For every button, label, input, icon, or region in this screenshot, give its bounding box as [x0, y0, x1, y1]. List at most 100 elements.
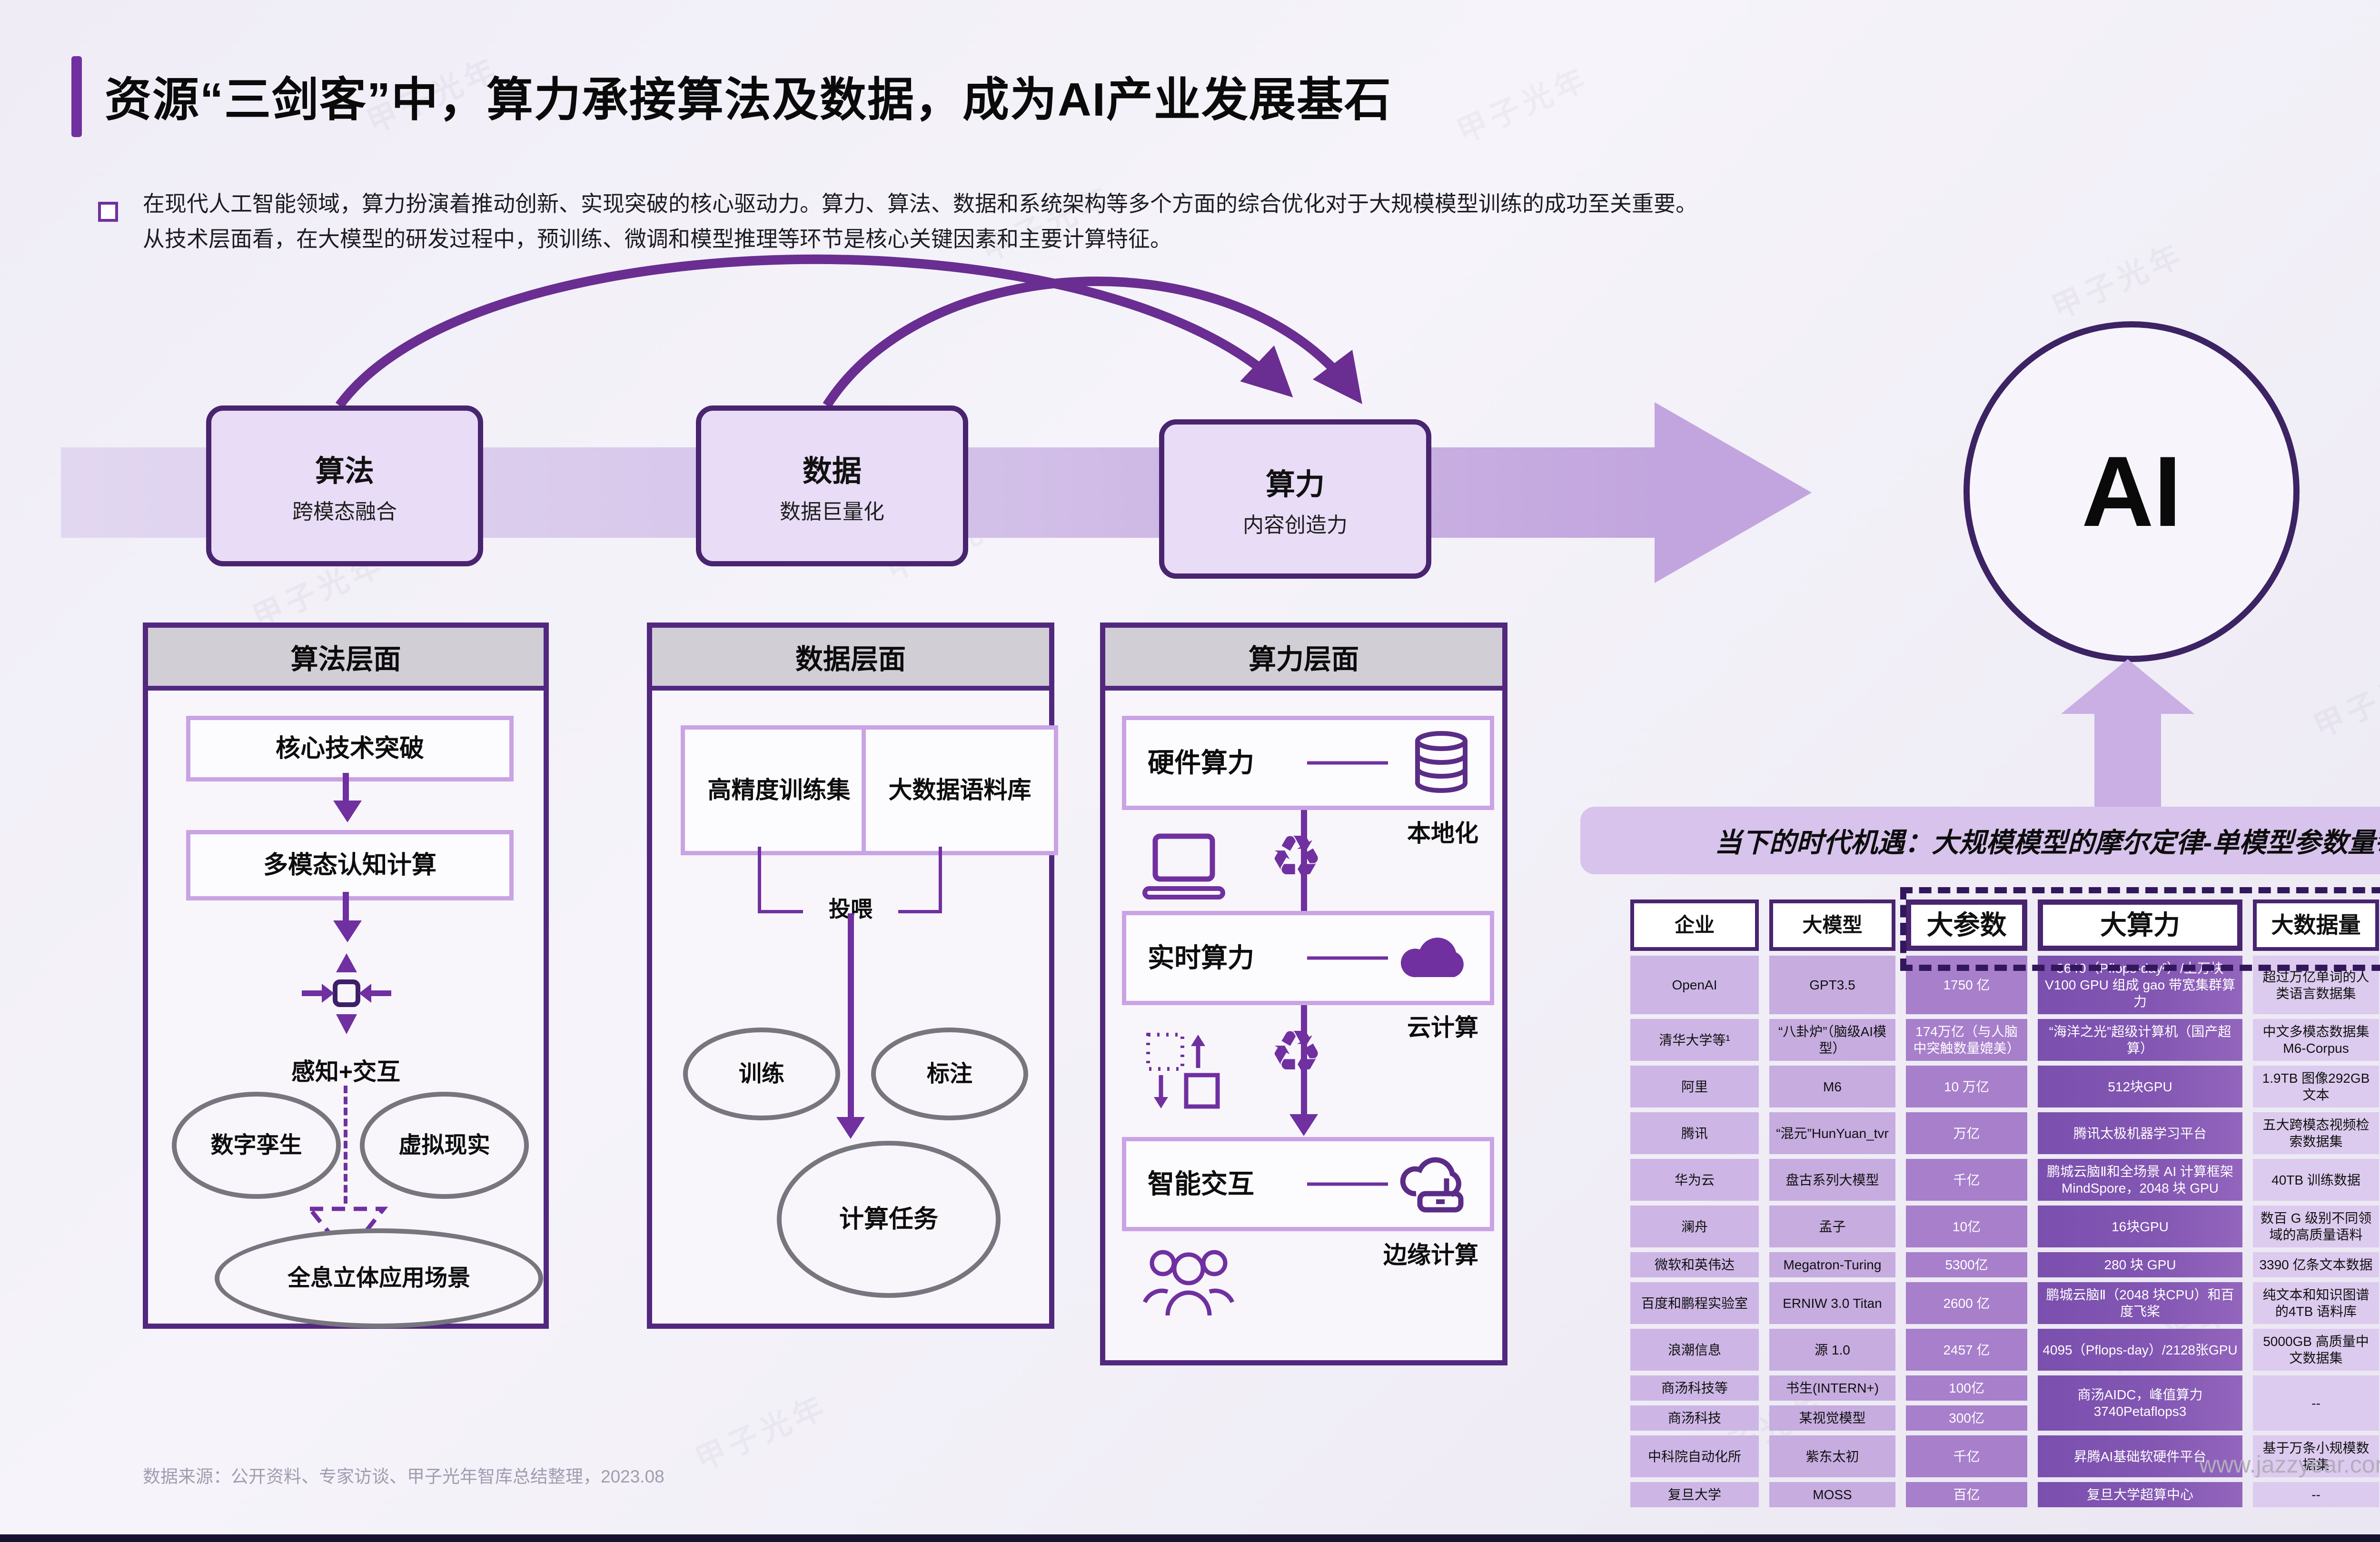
table-row: 浪潮信息源 1.0 2457 亿 4095（Pflops-day）/2128张GPU… — [1630, 1329, 2380, 1371]
table-cell: 复旦大学 — [1630, 1482, 1759, 1507]
arrow-down-icon — [333, 801, 362, 822]
algo-box-multimodal: 多模态认知计算 — [186, 830, 514, 900]
table-cell: 浪潮信息 — [1630, 1329, 1759, 1371]
table-cell: MOSS — [1769, 1482, 1895, 1507]
data-box-trainset: 高精度训练集 — [681, 725, 877, 855]
table-cell: 复旦大学超算中心 — [2038, 1482, 2242, 1507]
table-cell: 中科院自动化所 — [1630, 1435, 1759, 1477]
table-cell: 中文多模态数据集M6-Corpus — [2253, 1019, 2379, 1061]
table-cell: 10亿 — [1906, 1206, 2027, 1247]
tag-localized: 本地化 — [1407, 820, 1478, 847]
table-cell: 2600 亿 — [1906, 1282, 2027, 1324]
dashed-connector — [344, 1086, 347, 1204]
panel-header: 算法层面 — [148, 628, 544, 691]
table-cell: 4095（Pflops-day）/2128张GPU — [2038, 1329, 2242, 1371]
table-cell: 商汤科技 — [1630, 1405, 1759, 1431]
table-cell: 商汤科技等 — [1630, 1375, 1759, 1401]
dash-connector — [1307, 956, 1388, 960]
table-cell: 昇腾AI基础软硬件平台 — [2038, 1435, 2242, 1477]
column-header: 大模型 — [1769, 900, 1895, 951]
flow-box-subtitle: 内容创造力 — [1243, 513, 1348, 537]
panel-data: 数据层面 高精度训练集 大数据语料库 投喂 训练 标注 计算任务 — [647, 623, 1058, 1329]
table-cell: ERNIW 3.0 Titan — [1769, 1282, 1895, 1324]
table-cell: 腾讯太极机器学习平台 — [2038, 1112, 2242, 1154]
people-icon — [1142, 1250, 1235, 1316]
table-cell: 3640（Pflops-day²）/上万块V100 GPU 组成 gao 带宽集… — [2038, 956, 2242, 1014]
table-cell: 千亿 — [1906, 1159, 2027, 1201]
table-cell: 紫东太初 — [1769, 1435, 1895, 1477]
table-cell: 鹏城云脑Ⅱ和全场景 AI 计算框架 MindSpore，2048 块 GPU — [2038, 1159, 2242, 1201]
edge-cloud-icon — [1400, 1157, 1464, 1213]
arrow-down-icon — [836, 1117, 865, 1139]
compute-box-label: 硬件算力 — [1148, 748, 1254, 778]
table-cell: 174万亿（与人脑中突触数量媲美） — [1906, 1019, 2027, 1061]
table-cell: 千亿 — [1906, 1435, 2027, 1477]
column-header: 大数据量 — [2253, 900, 2379, 951]
table-cell: 源 1.0 — [1769, 1329, 1895, 1371]
table-cell: 5300亿 — [1906, 1252, 2027, 1277]
recycle-icon: ♻ — [1269, 824, 1323, 890]
flow-box-data: 数据 数据巨量化 — [696, 405, 968, 566]
table-cell: -- — [2253, 1482, 2379, 1507]
compute-box-label: 智能交互 — [1148, 1169, 1254, 1199]
dash-connector — [1307, 1182, 1388, 1186]
table-row: 商汤科技某视觉模型300亿计算机视觉模型 — [1630, 1405, 2380, 1431]
table-cell: 40TB 训练数据 — [2253, 1159, 2379, 1201]
panel-header: 算力层面 — [1105, 628, 1502, 691]
table-cell: 1.9TB 图像292GB 文本 — [2253, 1066, 2379, 1107]
table-cell: “海洋之光”超级计算机（国产超算） — [2038, 1019, 2242, 1061]
up-arrow-icon — [2061, 659, 2194, 714]
table-cell: 10 万亿 — [1906, 1066, 2027, 1107]
bullet-square-icon — [98, 202, 118, 222]
panel-header: 数据层面 — [652, 628, 1049, 691]
page-title: 资源“三剑客”中，算力承接算法及数据，成为AI产业发展基石 — [105, 73, 1392, 126]
table-cell: 盘古系列大模型 — [1769, 1159, 1895, 1201]
table-cell: GPT3.5 — [1769, 956, 1895, 1014]
table-cell: 腾讯 — [1630, 1112, 1759, 1154]
resize-icon — [1146, 1033, 1220, 1109]
watermark: 甲子光年 — [2309, 655, 2380, 744]
table-cell: 超过万亿单词的人类语言数据集 — [2253, 956, 2379, 1014]
flow-box-algorithm: 算法 跨模态融合 — [206, 405, 483, 566]
table-cell: 阿里 — [1630, 1066, 1759, 1107]
website-link[interactable]: www.jazzyear.com — [2199, 1451, 2380, 1478]
table-cell: 某视觉模型 — [1769, 1405, 1895, 1431]
ellipse-labeling: 标注 — [871, 1028, 1028, 1120]
watermark: 甲子光年 — [690, 1388, 833, 1477]
table-row: 清华大学等¹“八卦炉”（脑级AI模型）174万亿（与人脑中突触数量媲美）“海洋之… — [1630, 1019, 2380, 1061]
table-cell: 商汤AIDC，峰值算力3740Petaflops3 — [2038, 1375, 2242, 1431]
flow-box-title: 算力 — [1265, 468, 1325, 501]
table-row: 商汤科技等书生(INTERN+)100亿商汤AIDC，峰值算力3740Petaf… — [1630, 1375, 2380, 1431]
panel-compute: 算力层面 硬件算力 本地化 ♻ 实时算力 云计算 — [1100, 623, 1507, 1365]
table-cell: 280 块 GPU — [2038, 1252, 2242, 1277]
connector — [1301, 997, 1307, 1116]
connector — [848, 913, 854, 1118]
tag-cloud-computing: 云计算 — [1407, 1014, 1478, 1041]
table-cell: 百度和鹏程实验室 — [1630, 1282, 1759, 1324]
column-header: 大参数 — [1906, 900, 2027, 951]
table-cell: 16块GPU — [2038, 1206, 2242, 1247]
watermark: 甲子光年 — [1452, 60, 1595, 149]
data-source-note: 数据来源：公开资料、专家访谈、甲子光年智库总结整理，2023.08 — [143, 1467, 664, 1486]
ellipse-holographic: 全息立体应用场景 — [215, 1228, 543, 1328]
tag-edge-computing: 边缘计算 — [1383, 1242, 1478, 1268]
table-header-row: 企业大模型大参数大算力大数据量模型类型 — [1630, 900, 2380, 951]
opportunity-banner: 当下的时代机遇：大规模模型的摩尔定律-单模型参数量每年增长10倍 — [1580, 807, 2380, 874]
table-cell: 5000GB 高质量中文数据集 — [2253, 1329, 2379, 1371]
compute-box-label: 实时算力 — [1148, 943, 1254, 973]
connector — [1301, 801, 1307, 911]
data-box-corpus: 大数据语料库 — [862, 725, 1058, 855]
table-cell: 数百 G 级别不同领域的高质量语料 — [2253, 1206, 2379, 1247]
table-cell: 华为云 — [1630, 1159, 1759, 1201]
table-cell: 2457 亿 — [1906, 1329, 2027, 1371]
ai-circle: AI — [1964, 321, 2300, 662]
table-cell: 百亿 — [1906, 1482, 2027, 1507]
table-cell: 基于万条小规模数据集 — [2253, 1435, 2379, 1477]
ellipse-training: 训练 — [683, 1028, 840, 1120]
